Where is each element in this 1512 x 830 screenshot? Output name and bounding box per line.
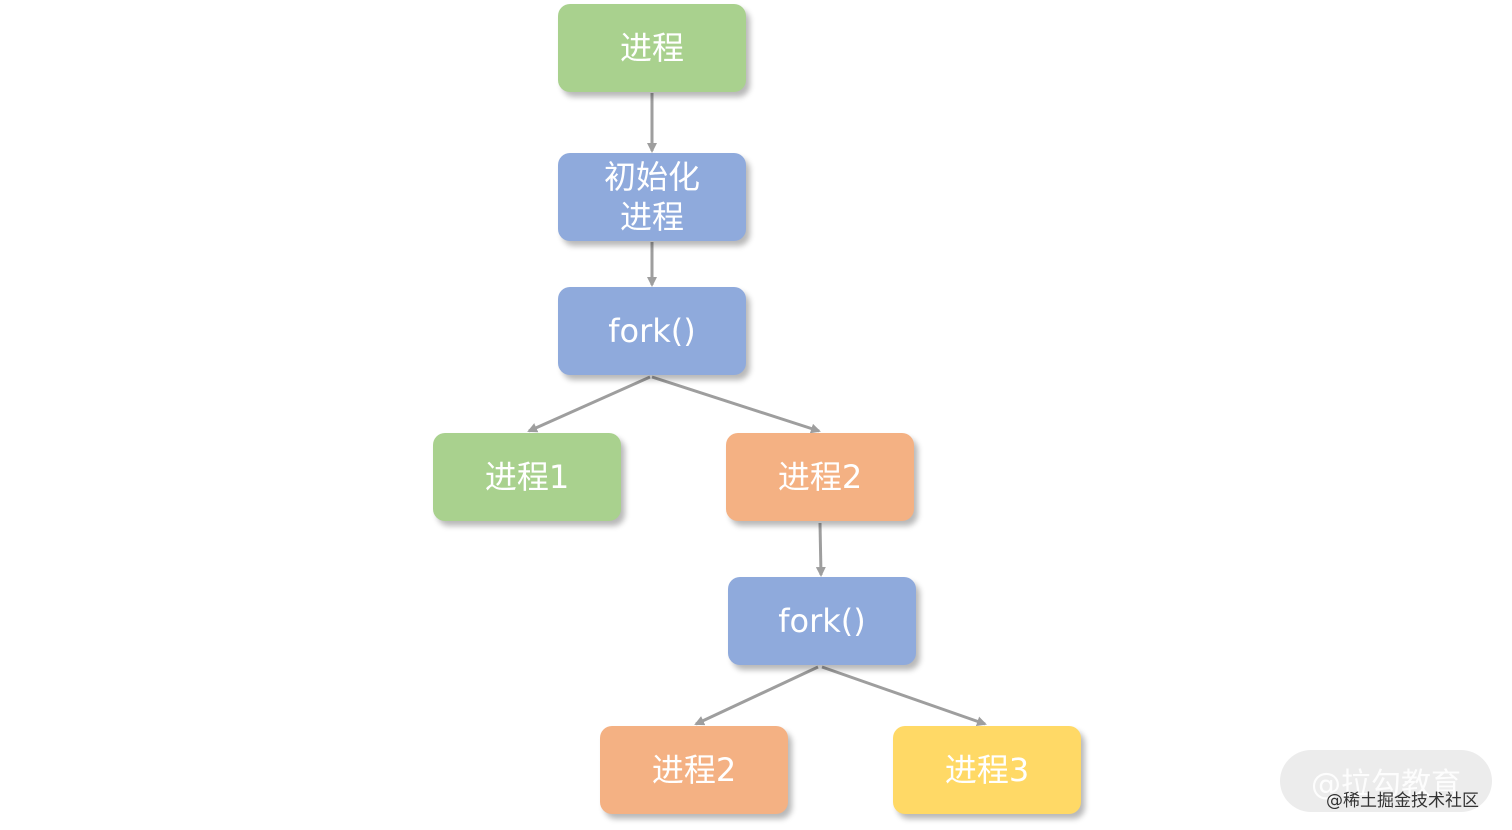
node-label: fork() [608, 312, 696, 350]
node-label: 进程 [619, 29, 684, 67]
node-label: fork() [778, 602, 866, 640]
node-label: 初始化 进程 [603, 158, 700, 236]
watermark-brand: @拉勾教育 [1280, 750, 1492, 812]
edge-fork-1-to-jincheng-1 [527, 375, 651, 433]
node-fork-2: fork() [728, 577, 916, 665]
node-label: 进程3 [944, 751, 1030, 789]
node-jincheng-top: 进程 [558, 4, 746, 92]
watermark-credit: @稀土掘金技术社区 [1326, 791, 1479, 811]
edge-fork-1-to-jincheng-2a [651, 375, 821, 434]
node-label: 进程2 [777, 458, 863, 496]
node-jincheng-1: 进程1 [433, 433, 621, 521]
node-init-process: 初始化 进程 [558, 153, 746, 241]
edge-fork-2-to-jincheng-3 [821, 665, 987, 727]
node-label: 进程1 [484, 458, 570, 496]
node-label: 进程2 [651, 751, 737, 789]
node-jincheng-2a: 进程2 [726, 433, 914, 521]
node-jincheng-3: 进程3 [893, 726, 1081, 814]
edge-fork-2-to-jincheng-2b [694, 665, 819, 726]
node-fork-1: fork() [558, 287, 746, 375]
watermark-brand-text: @拉勾教育 [1311, 767, 1461, 802]
edge-jincheng-2a-to-fork-2 [815, 522, 826, 577]
node-jincheng-2b: 进程2 [600, 726, 788, 814]
